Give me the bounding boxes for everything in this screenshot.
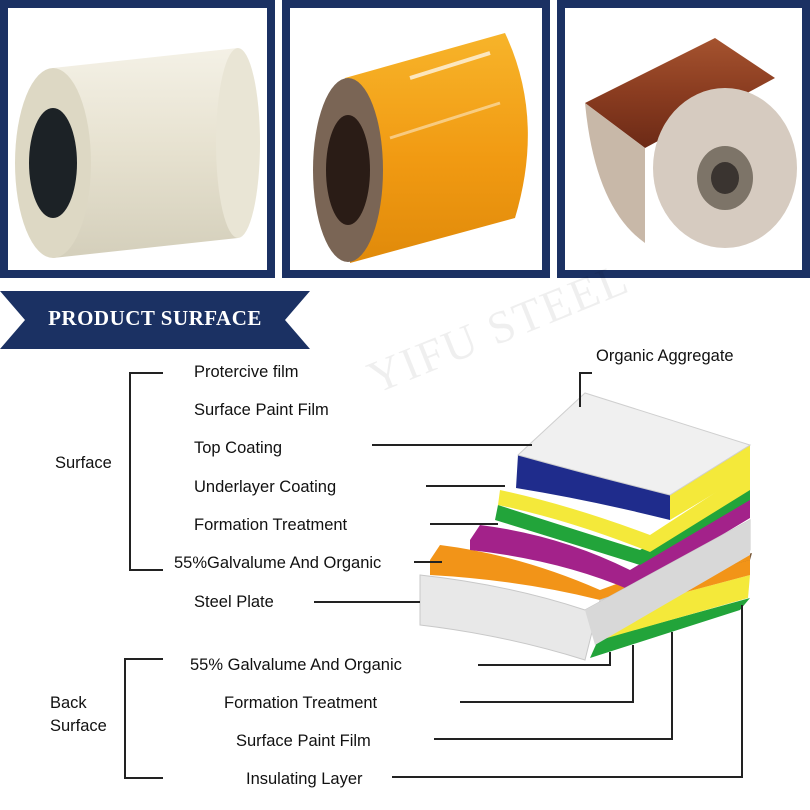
layer-purple [470,498,750,590]
label-back-galvalume-organic: 55% Galvalume And Organic [190,656,402,674]
label-steel-plate: Steel Plate [194,593,274,611]
label-back-formation-treatment: Formation Treatment [224,694,378,712]
surface-bracket [129,372,163,571]
banner-title: PRODUCT SURFACE [48,306,262,330]
layer-white-top [517,392,752,496]
label-organic-aggregate: Organic Aggregate [596,347,734,365]
label-back-surface-paint-film: Surface Paint Film [236,732,371,750]
layer-diagram [124,372,752,779]
label-top-coating: Top Coating [194,439,283,457]
product-surface-banner: PRODUCT SURFACE [0,291,310,349]
layer-blue [516,455,670,520]
leader-organic-aggregate [579,372,592,407]
label-formation-treatment: Formation Treatment [194,516,348,534]
back-surface-bracket [124,658,163,779]
photo-orange-coil [282,0,550,278]
brown-coil-image [585,38,797,248]
cream-coil-image [15,48,260,258]
group-label-back: Back [50,694,87,712]
layer-yellow [498,470,750,552]
label-underlayer-coating: Underlayer Coating [194,478,337,496]
layer-green-bottom [590,598,750,658]
photo-cream-coil [0,0,275,278]
leader-back-galvalume [478,652,611,666]
label-protective-film: Protercive film [194,363,299,381]
layer-green [495,485,750,565]
photo-brown-coil [557,0,810,278]
layer-yellow-side [670,445,750,520]
label-galvalume-organic: 55%Galvalume And Organic [174,554,382,572]
label-insulating-layer: Insulating Layer [246,770,363,788]
leader-back-formation [460,645,634,703]
leader-back-paint [434,632,673,740]
group-label-back-surface: Surface [50,717,107,735]
leader-insulating [392,605,743,778]
group-label-surface: Surface [55,454,112,472]
layer-yellow-bottom [600,575,750,640]
steel-plate-side [585,520,750,645]
orange-coil-image [313,33,528,263]
label-surface-paint-film: Surface Paint Film [194,401,329,419]
